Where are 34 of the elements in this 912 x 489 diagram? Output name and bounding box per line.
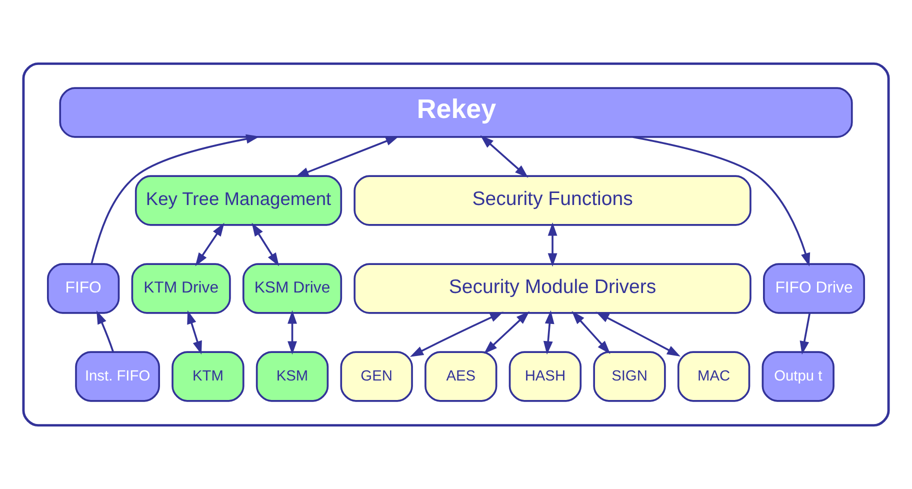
node-box: Key Tree Management [134, 175, 342, 226]
node-box: Security Functions [354, 175, 752, 226]
arrow [295, 136, 400, 177]
arrow [187, 310, 202, 355]
arrow [543, 310, 554, 355]
node-box: KTM [172, 351, 244, 402]
node-box: Inst. FIFO [75, 351, 160, 402]
node-box: KSM [256, 351, 329, 402]
arrow [548, 222, 558, 267]
node-box: GEN [340, 351, 413, 402]
arrow [90, 134, 260, 264]
node-box: Rekey [59, 87, 853, 138]
node-box: Outpu t [762, 351, 834, 402]
arrow [572, 311, 610, 354]
node-box: FIFO Drive [763, 263, 866, 314]
node-box: MAC [677, 351, 750, 402]
arrow [800, 312, 811, 355]
node-box: KSM Drive [242, 263, 342, 314]
arrow [484, 311, 530, 354]
cluster [22, 62, 890, 427]
node-box: SIGN [593, 351, 666, 402]
arrow [288, 310, 297, 355]
node-box: KTM Drive [131, 263, 231, 314]
node-box: FIFO [46, 263, 120, 314]
node-box: AES [424, 351, 498, 402]
arrow [596, 312, 680, 356]
arrow [252, 222, 280, 266]
arrow [96, 310, 114, 352]
arrow [480, 135, 528, 178]
node-box: HASH [508, 351, 582, 402]
node-box: Security Module Drivers [354, 263, 752, 314]
arrow [410, 312, 504, 357]
arrow [195, 222, 224, 266]
arrow [632, 136, 810, 266]
